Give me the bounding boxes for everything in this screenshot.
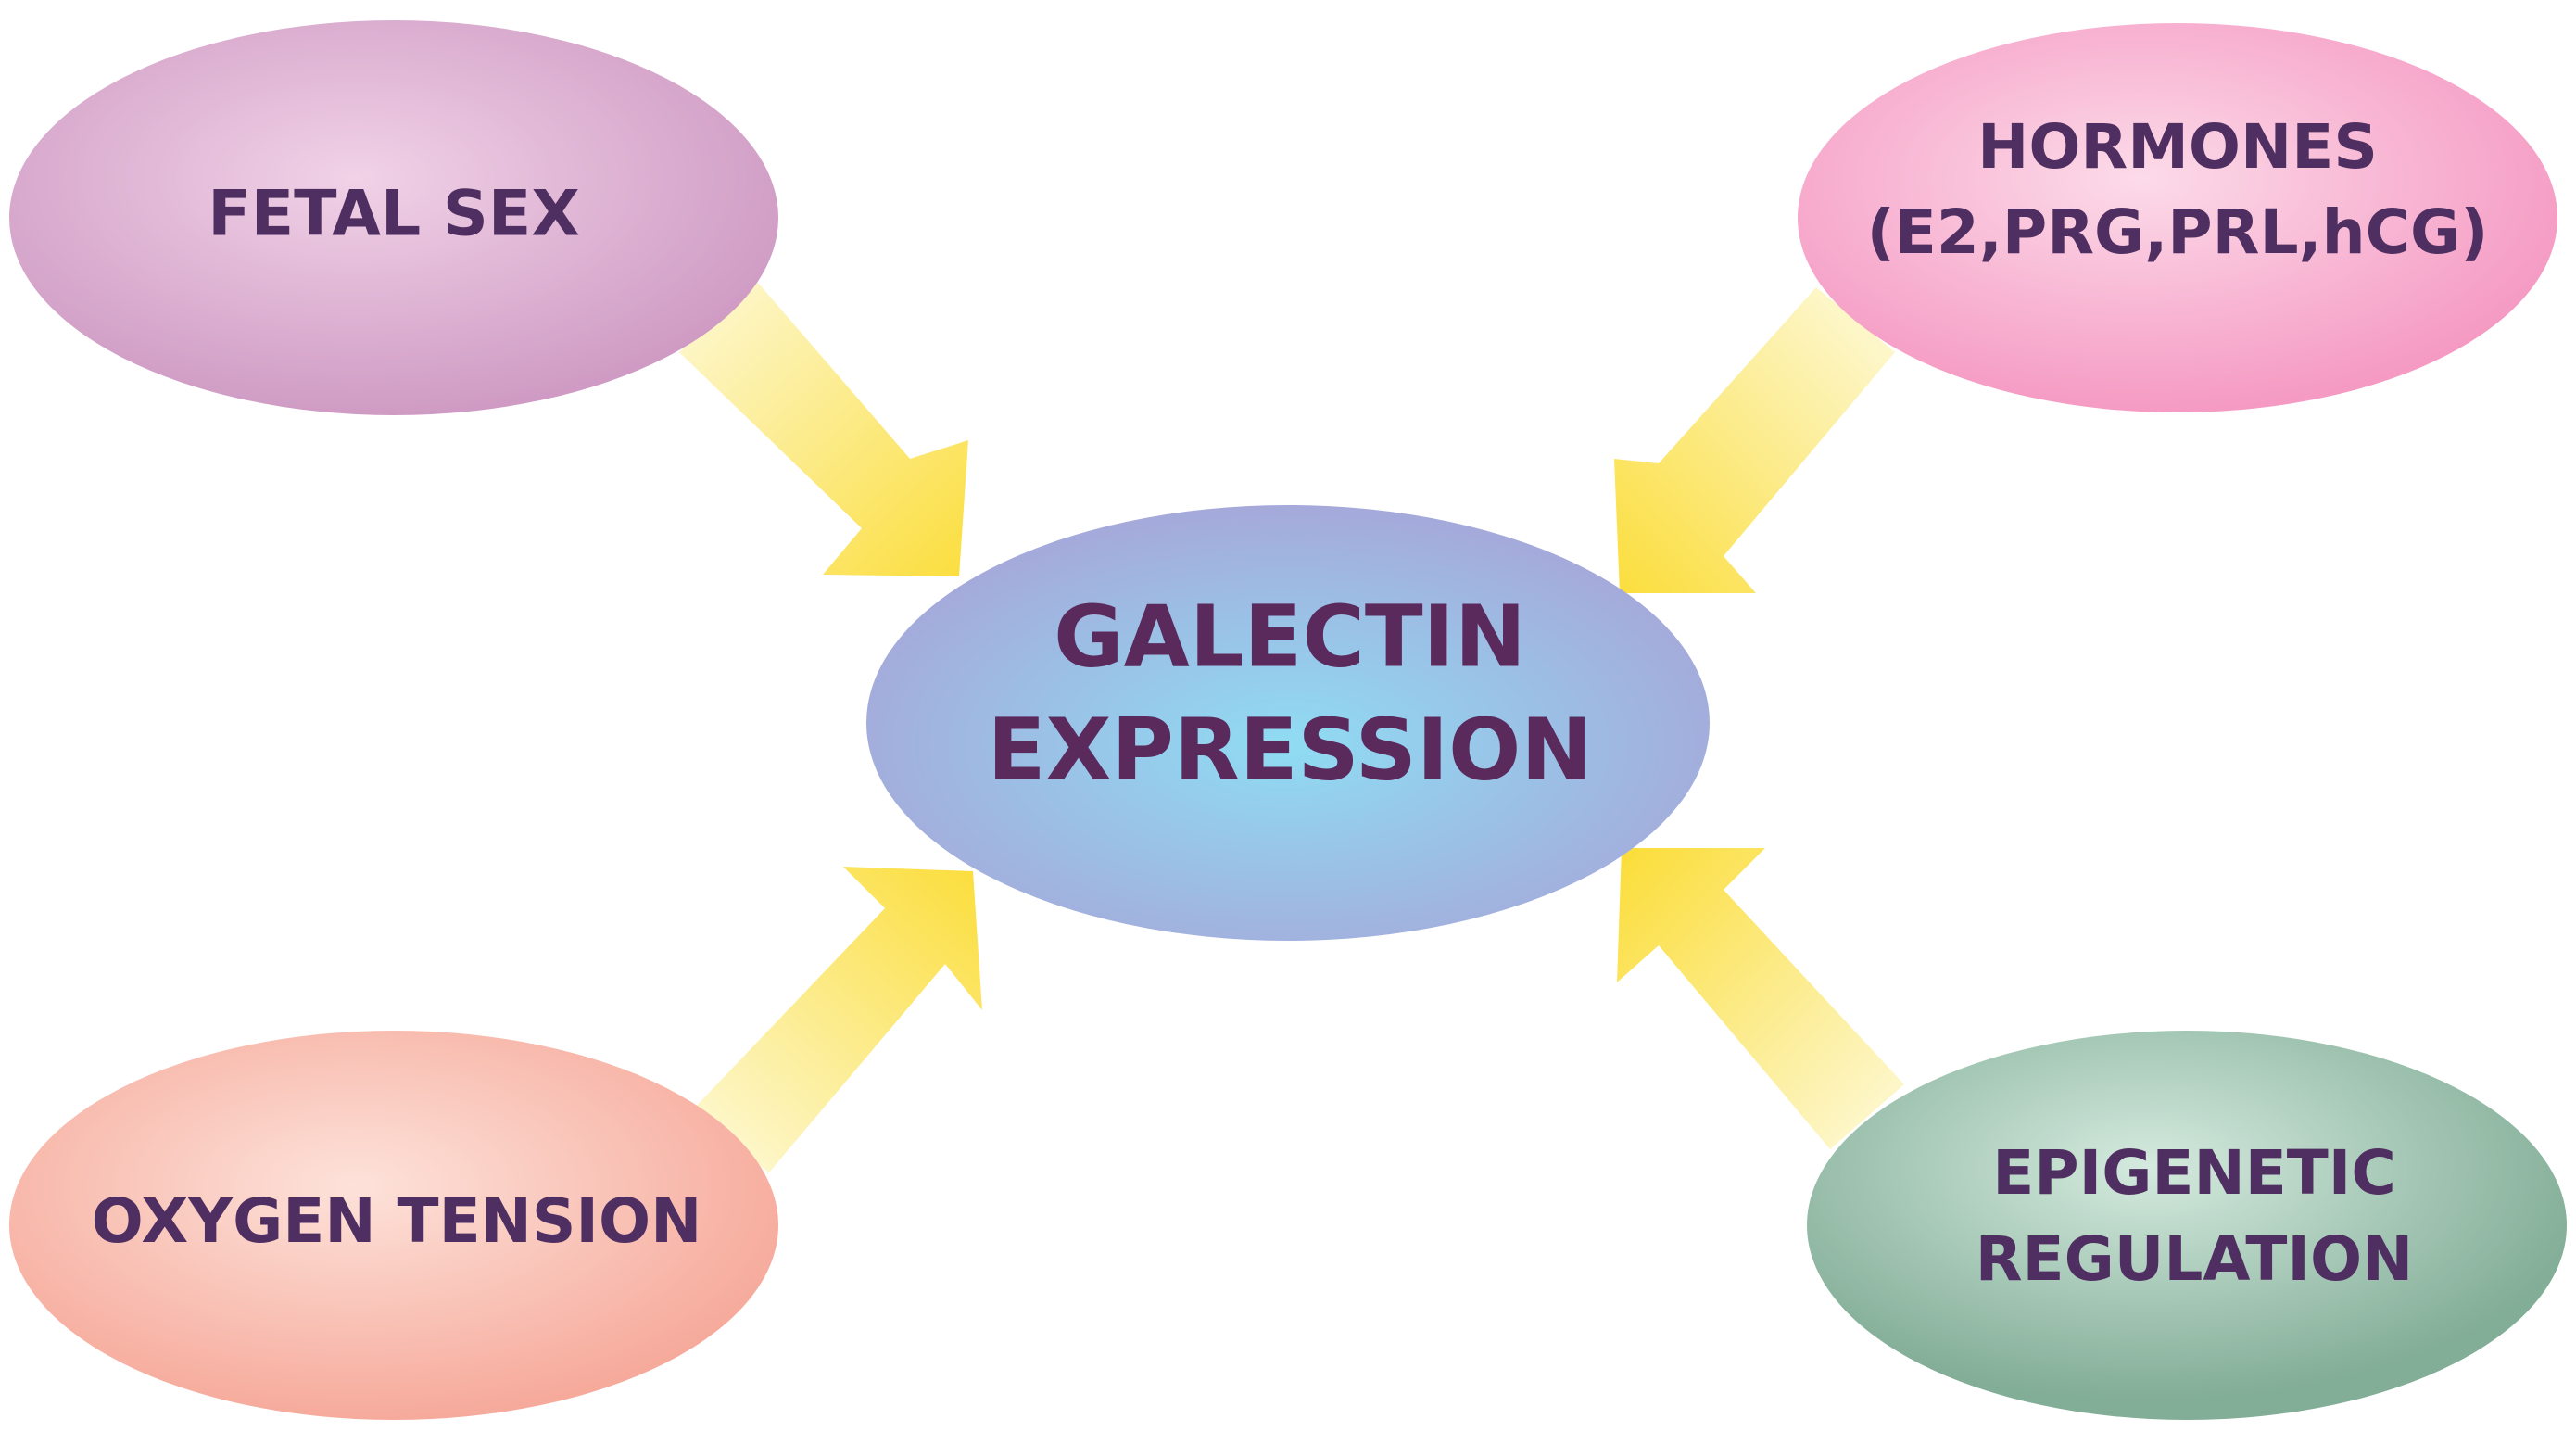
node-galectin-expression-label-line2: EXPRESSION	[988, 700, 1593, 799]
node-fetal-sex-shape	[9, 20, 778, 415]
node-hormones-label-line2: (E2,PRG,PRL,hCG)	[1867, 196, 2489, 268]
node-fetal-sex: FETAL SEX	[9, 20, 778, 415]
arrow-hormones-to-center	[1614, 287, 1895, 593]
node-galectin-expression-label-line1: GALECTIN	[1054, 587, 1526, 686]
node-oxygen-tension-label: OXYGEN TENSION	[92, 1185, 702, 1257]
arrow-fetal-sex-to-center	[679, 283, 968, 576]
node-epigenetic-regulation-shape	[1807, 1031, 2567, 1420]
node-epigenetic-regulation: EPIGENETIC REGULATION	[1807, 1031, 2567, 1420]
node-oxygen-tension: OXYGEN TENSION	[9, 1031, 778, 1420]
arrow-oxygen-tension-to-center	[690, 867, 982, 1172]
node-galectin-expression: GALECTIN EXPRESSION	[866, 505, 1710, 941]
node-hormones: HORMONES (E2,PRG,PRL,hCG)	[1798, 23, 2557, 412]
arrow-epigenetic-regulation-to-center	[1617, 848, 1904, 1149]
node-galectin-expression-shape	[866, 505, 1710, 941]
node-hormones-label-line1: HORMONES	[1977, 111, 2378, 183]
node-epigenetic-regulation-label-line1: EPIGENETIC	[1992, 1137, 2396, 1209]
node-fetal-sex-label: FETAL SEX	[208, 178, 580, 251]
node-epigenetic-regulation-label-line2: REGULATION	[1976, 1223, 2414, 1295]
node-hormones-shape	[1798, 23, 2557, 412]
node-oxygen-tension-shape	[9, 1031, 778, 1420]
